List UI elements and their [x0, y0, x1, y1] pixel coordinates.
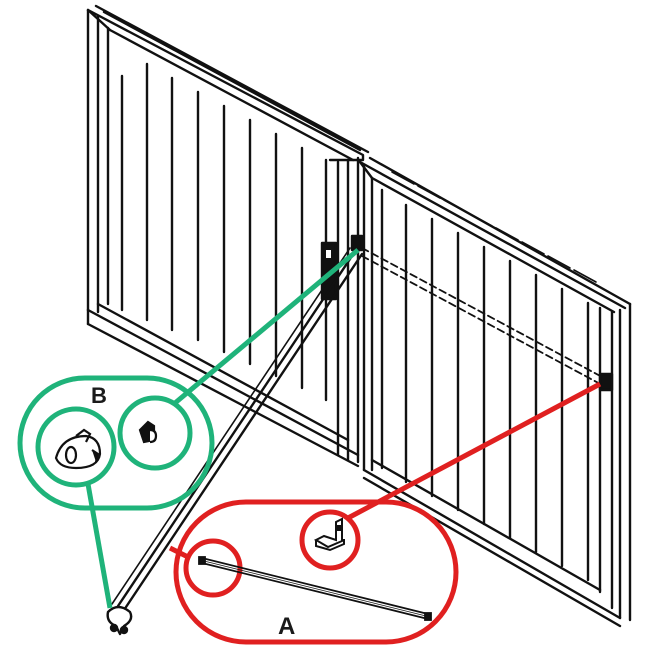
rod-end-cap	[106, 605, 133, 636]
diagonal-brace-rod	[111, 247, 364, 612]
l-bracket-part	[313, 517, 345, 552]
callout-b-label: B	[91, 383, 107, 408]
hinge-fitting	[320, 234, 364, 301]
right-gate-panel	[358, 156, 632, 628]
right-bracket	[598, 372, 614, 392]
mounting-clip-part	[138, 420, 158, 444]
brace-rod-part	[198, 556, 432, 621]
callout-a	[168, 381, 602, 645]
knob-cap-part	[54, 428, 102, 470]
left-gate-panel	[86, 4, 370, 468]
callout-a-label: A	[278, 613, 295, 640]
callout-b	[17, 248, 360, 609]
hidden-brace-dashed	[361, 247, 605, 387]
